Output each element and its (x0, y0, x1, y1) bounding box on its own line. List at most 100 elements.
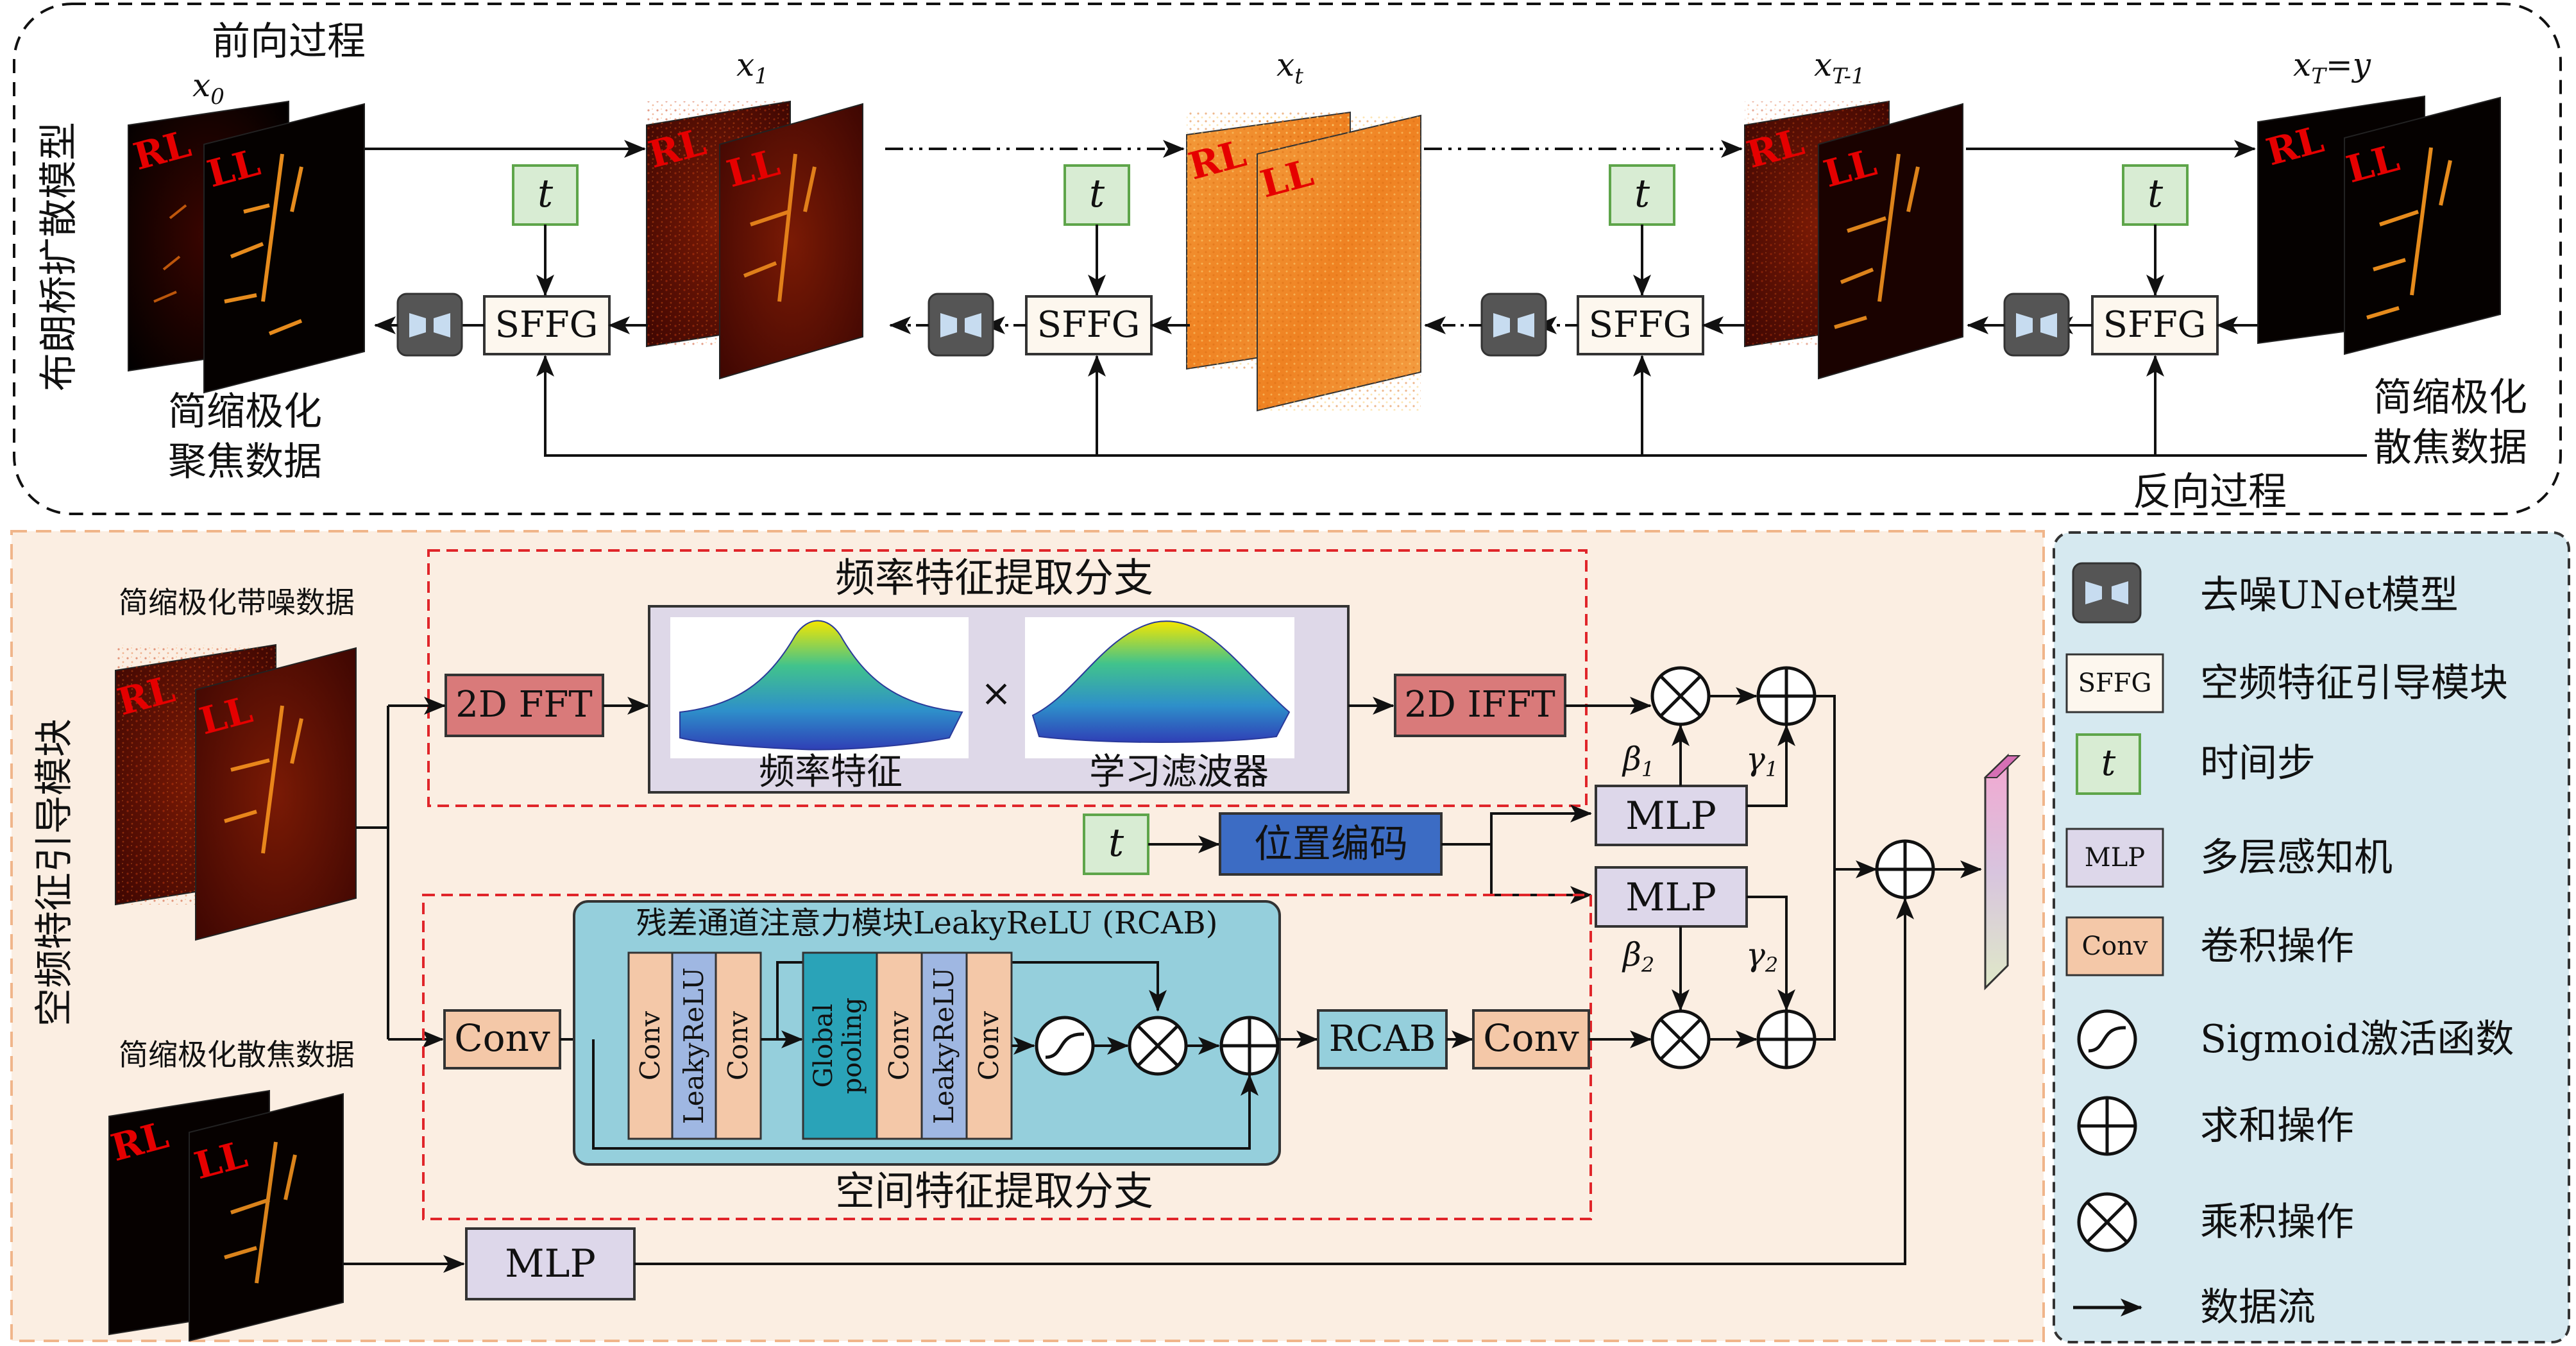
spatial-branch-title: 空间特征提取分支 (835, 1168, 1153, 1214)
timestep-box (1063, 164, 1130, 226)
output-feature-map (1984, 753, 2009, 991)
mlp-box-1 (1595, 785, 1748, 846)
top-vertical-title: 布朗桥扩散模型 (37, 122, 81, 391)
noisy-data-caption: 简缩极化带噪数据 (119, 585, 355, 620)
image-stack-xT: RL LL (2257, 95, 2501, 355)
sum-op-final (1875, 839, 1935, 899)
legend-item-sigmoid: Sigmoid激活函数 (2077, 1009, 2514, 1069)
filter-surface (1031, 620, 1291, 743)
sum-op-2 (1756, 1009, 1817, 1069)
svg-text:t: t (1634, 171, 1650, 216)
bottom-vertical-title: 空频特征引导模块 (32, 719, 77, 1027)
gamma2-label: γ2 (1746, 936, 1778, 977)
unet-icon (2072, 562, 2142, 624)
image-stack-xT-1: RL LL (1742, 100, 1963, 380)
rcab-conv-1 (627, 951, 674, 1140)
svg-text:LeakyReLU: LeakyReLU (928, 967, 960, 1124)
product-op-1 (1650, 666, 1711, 726)
beta1-label: β1 (1622, 740, 1654, 781)
state-label-xT-1: xT-1 (1814, 46, 1865, 89)
svg-text:时间步: 时间步 (2200, 741, 2316, 786)
state-label-xt: xt (1276, 46, 1303, 89)
gamma1-label: γ1 (1746, 740, 1778, 781)
legend-item-mlp: MLP 多层感知机 (2065, 828, 2393, 888)
rcab-title: 残差通道注意力模块LeakyReLU (RCAB) (636, 905, 1218, 941)
legend-item-sum: 求和操作 (2077, 1096, 2354, 1156)
svg-text:MLP: MLP (1625, 875, 1716, 920)
product-op-rcab (1128, 1016, 1188, 1076)
right-caption-line2: 散焦数据 (2373, 425, 2527, 470)
legend-item-dataflow: 数据流 (2073, 1285, 2316, 1330)
svg-text:2D FFT: 2D FFT (455, 684, 592, 726)
global-pooling-box (802, 951, 878, 1140)
rcab-conv-4 (965, 951, 1013, 1140)
svg-text:SFFG: SFFG (2103, 304, 2207, 346)
legend-item-product: 乘积操作 (2077, 1192, 2354, 1252)
rcab-conv-3 (876, 951, 923, 1140)
svg-text:2D IFFT: 2D IFFT (1404, 684, 1555, 726)
unet-icon (928, 293, 994, 357)
svg-text:Global: Global (809, 1003, 838, 1087)
spatial-branch-box (422, 894, 1592, 1220)
freq-feature-label: 频率特征 (759, 751, 902, 793)
times-symbol: × (981, 671, 1012, 715)
mlp-box-icon (2065, 828, 2164, 888)
freq-branch-box (427, 549, 1588, 807)
rcab-conv-2 (715, 951, 762, 1140)
legend-item-timestep: t 时间步 (2076, 733, 2316, 795)
state-label-x1: x1 (736, 46, 768, 89)
state-label-xT: xT=y (2293, 46, 2371, 89)
svg-text:pooling: pooling (838, 998, 867, 1095)
svg-text:MLP: MLP (505, 1241, 596, 1286)
svg-text:Conv: Conv (1483, 1016, 1579, 1060)
forward-process-label: 前向过程 (212, 19, 366, 64)
svg-text:多层感知机: 多层感知机 (2200, 835, 2393, 880)
svg-text:Conv: Conv (973, 1011, 1004, 1080)
defocus-image-stack: RL LL (106, 1089, 344, 1342)
svg-text:求和操作: 求和操作 (2200, 1103, 2354, 1148)
svg-text:Conv: Conv (2081, 932, 2148, 961)
legend-item-sffg: SFFG 空频特征引导模块 (2065, 653, 2508, 713)
image-stack-x0: RL LL (128, 100, 365, 394)
mlp-box-2 (1595, 866, 1748, 928)
timestep-box (512, 164, 579, 226)
defocus-data-caption: 简缩极化散焦数据 (119, 1037, 355, 1072)
svg-text:t: t (2148, 171, 2164, 216)
reverse-block-3: t SFFG (1424, 164, 1704, 357)
sum-op-1 (1756, 666, 1817, 726)
timestep-box-icon (2076, 733, 2141, 795)
svg-text:数据流: 数据流 (2200, 1285, 2316, 1330)
svg-text:Conv: Conv (454, 1016, 550, 1060)
sffg-box (483, 295, 611, 355)
sffg-box (1025, 295, 1153, 355)
svg-text:Conv: Conv (883, 1011, 915, 1080)
sum-op-rcab (1219, 1016, 1280, 1076)
svg-text:MLP: MLP (2085, 843, 2145, 873)
svg-text:SFFG: SFFG (1589, 304, 1692, 346)
legend-item-conv: Conv 卷积操作 (2065, 916, 2354, 976)
left-caption-line2: 聚焦数据 (168, 439, 322, 484)
svg-text:去噪UNet模型: 去噪UNet模型 (2200, 573, 2459, 618)
svg-text:SFFG: SFFG (2078, 669, 2152, 698)
timestep-box (1083, 814, 1149, 875)
svg-text:t: t (2101, 742, 2116, 784)
svg-text:空频特征引导模块: 空频特征引导模块 (2200, 661, 2508, 706)
sffg-box-icon (2065, 653, 2164, 713)
svg-text:SFFG: SFFG (1037, 304, 1140, 346)
noisy-image-stack: RL LL (113, 643, 357, 941)
freq-feature-surface (679, 620, 963, 751)
svg-text:t: t (538, 171, 554, 216)
left-caption-line1: 简缩极化 (168, 389, 322, 434)
svg-text:MLP: MLP (1625, 794, 1716, 839)
conv-box-2 (1472, 1009, 1590, 1069)
reverse-process-label: 反向过程 (2133, 470, 2287, 515)
position-encoding-box (1219, 812, 1443, 876)
image-stack-x1: RL LL (644, 100, 863, 380)
freq-branch-title: 频率特征提取分支 (835, 554, 1153, 601)
legend-item-unet: 去噪UNet模型 (2072, 562, 2459, 624)
unet-icon (1480, 293, 1547, 357)
svg-text:Conv: Conv (722, 1011, 754, 1080)
svg-text:SFFG: SFFG (495, 304, 598, 346)
sigmoid-icon (2077, 1009, 2137, 1069)
